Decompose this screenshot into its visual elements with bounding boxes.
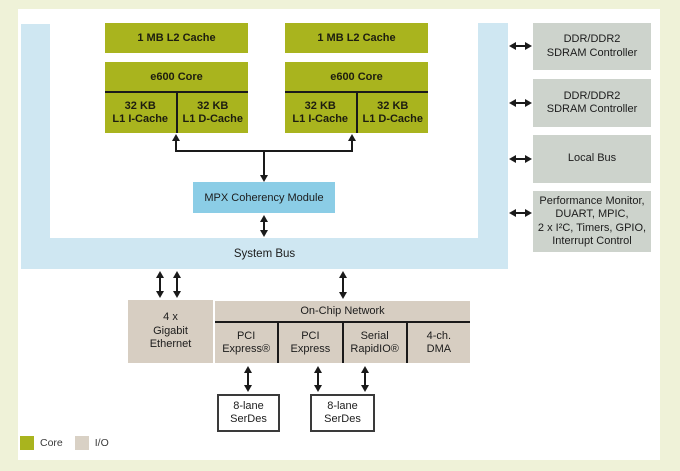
l1-dcache-size: 32 KB <box>377 100 409 112</box>
l1-icache-cell: 32 KB L1 I-Cache <box>105 93 178 133</box>
l1-dcache-name: L1 D-Cache <box>362 113 424 125</box>
l1-dcache-name: L1 D-Cache <box>182 113 244 125</box>
onchip-network-label: On-Chip Network <box>215 301 470 323</box>
e600-core-block-1: e600 Core 32 KB L1 I-Cache 32 KB L1 D-Ca… <box>105 62 248 133</box>
l1-dcache-cell: 32 KB L1 D-Cache <box>178 93 249 133</box>
serdes-text-line: 8-lane <box>233 400 264 412</box>
block-text-line: DUART, MPIC, <box>555 208 629 220</box>
connector-to-mpx <box>263 150 265 176</box>
block-text-line: Gigabit <box>153 324 188 337</box>
ddr-controller-block-1: DDR/DDR2 SDRAM Controller <box>533 23 651 70</box>
arrow-pcie2-serdes <box>314 366 322 392</box>
chip-frame-left <box>21 24 50 238</box>
block-text-line: 4 x <box>163 311 178 324</box>
cell-text-line: Express <box>290 343 331 355</box>
ddr-controller-block-2: DDR/DDR2 SDRAM Controller <box>533 79 651 127</box>
serdes-text-line: SerDes <box>230 413 267 425</box>
cell-text-line: PCI <box>236 330 256 342</box>
block-text-line: DDR/DDR2 <box>563 89 621 102</box>
mpx-coherency-module: MPX Coherency Module <box>193 182 335 213</box>
onchip-network-block: On-Chip Network PCI Express® PCI Express… <box>215 301 470 363</box>
connector-core1 <box>175 140 177 152</box>
l1-icache-name: L1 I-Cache <box>292 113 349 125</box>
l2-cache-label: 1 MB L2 Cache <box>317 32 396 44</box>
gigabit-ethernet-block: 4 x Gigabit Ethernet <box>128 300 213 363</box>
system-bus-label: System Bus <box>233 247 296 260</box>
cell-text-line: DMA <box>426 343 452 355</box>
arrow-bus-onchip <box>339 271 347 299</box>
serdes-block-1: 8-lane SerDes <box>217 394 280 432</box>
arrow-bus-peripherals <box>509 209 532 217</box>
cell-text-line: RapidIO® <box>350 343 399 355</box>
block-text-line: DDR/DDR2 <box>563 33 621 45</box>
block-text-line: Interrupt Control <box>552 235 632 247</box>
l2-cache-label: 1 MB L2 Cache <box>137 32 216 44</box>
e600-core-label: e600 Core <box>105 62 248 93</box>
arrow-bus-localbus <box>509 155 532 163</box>
block-text-line: Ethernet <box>149 338 192 351</box>
l1-icache-size: 32 KB <box>304 100 336 112</box>
arrow-rapidio-serdes <box>361 366 369 392</box>
cell-text-line: 4-ch. <box>426 330 452 342</box>
arrow-pcie1-serdes <box>244 366 252 392</box>
chip-frame-right <box>478 23 508 238</box>
block-text-line: Performance Monitor, <box>539 194 645 207</box>
l1-icache-name: L1 I-Cache <box>112 113 169 125</box>
l1-icache-cell: 32 KB L1 I-Cache <box>285 93 358 133</box>
arrow-bus-ethernet-1 <box>156 271 164 298</box>
arrow-bus-ethernet-2 <box>173 271 181 298</box>
l1-dcache-size: 32 KB <box>197 100 229 112</box>
connector-core2 <box>351 140 353 152</box>
pci-express-2-cell: PCI Express <box>277 323 341 363</box>
l1-dcache-cell: 32 KB L1 D-Cache <box>358 93 429 133</box>
serdes-text-line: 8-lane <box>327 400 358 412</box>
block-text-line: 2 x I²C, Timers, GPIO, <box>537 221 647 234</box>
arrow-bus-ddr2 <box>509 99 532 107</box>
core-legend-swatch <box>20 436 34 450</box>
arrowhead-into-mpx <box>260 175 268 182</box>
serdes-text-line: SerDes <box>324 413 361 425</box>
block-text-line: Local Bus <box>567 152 617 165</box>
serdes-block-2: 8-lane SerDes <box>310 394 375 432</box>
e600-core-label: e600 Core <box>285 62 428 93</box>
core-cluster-2: 1 MB L2 Cache e600 Core 32 KB L1 I-Cache… <box>285 23 428 133</box>
serial-rapidio-cell: Serial RapidIO® <box>341 323 406 363</box>
local-bus-block: Local Bus <box>533 135 651 183</box>
arrowhead-into-core1 <box>172 134 180 141</box>
block-text-line: SDRAM Controller <box>546 46 638 59</box>
pci-express-1-cell: PCI Express® <box>215 323 277 363</box>
l2-cache-block-2: 1 MB L2 Cache <box>285 23 428 53</box>
arrowhead-into-core2 <box>348 134 356 141</box>
cell-text-line: PCI <box>301 330 320 342</box>
dma-cell: 4-ch. DMA <box>405 323 470 363</box>
arrow-bus-ddr1 <box>509 42 532 50</box>
e600-core-block-2: e600 Core 32 KB L1 I-Cache 32 KB L1 D-Ca… <box>285 62 428 133</box>
cell-text-line: Serial <box>360 330 389 342</box>
cell-text-line: Express® <box>222 343 271 355</box>
core-legend-label: Core <box>40 437 63 449</box>
block-text-line: SDRAM Controller <box>546 103 638 115</box>
mpx-label: MPX Coherency Module <box>204 191 324 204</box>
system-bus-band: System Bus <box>21 238 508 269</box>
io-legend-label: I/O <box>94 437 109 449</box>
legend: Core I/O <box>20 436 121 450</box>
peripherals-block: Performance Monitor, DUART, MPIC, 2 x I²… <box>533 191 651 252</box>
l2-cache-block-1: 1 MB L2 Cache <box>105 23 248 53</box>
core-cluster-1: 1 MB L2 Cache e600 Core 32 KB L1 I-Cache… <box>105 23 248 133</box>
io-legend-swatch <box>74 436 89 450</box>
l1-icache-size: 32 KB <box>124 100 156 112</box>
arrow-mpx-systembus <box>260 215 268 237</box>
